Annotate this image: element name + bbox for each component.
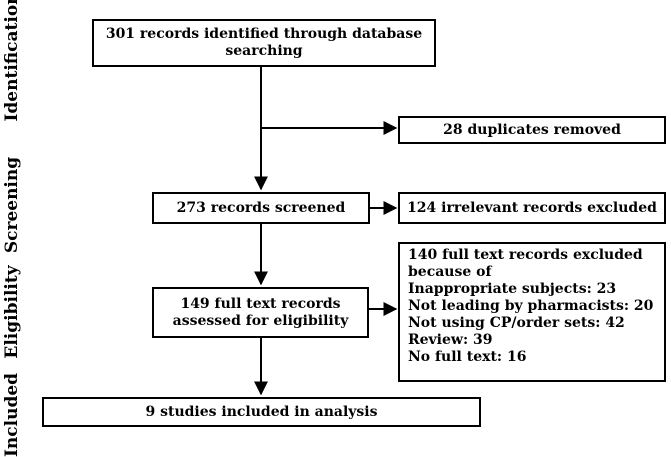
exclusion-reason: Not leading by pharmacists: 20 bbox=[408, 298, 654, 314]
full-text-assessed-box: 149 full text records assessed for eligi… bbox=[152, 287, 369, 338]
exclusion-reason: Review: 39 bbox=[408, 332, 493, 348]
full-text-assessed-text-line1: 149 full text records bbox=[180, 295, 341, 312]
records-screened-box: 273 records screened bbox=[152, 192, 370, 224]
exclusion-reason: No full text: 16 bbox=[408, 349, 527, 365]
full-text-excluded-heading-line1: 140 full text records excluded bbox=[408, 247, 643, 263]
exclusion-reason: Inappropriate subjects: 23 bbox=[408, 281, 617, 297]
irrelevant-excluded-box: 124 irrelevant records excluded bbox=[398, 192, 666, 224]
full-text-excluded-box: 140 full text records excluded because o… bbox=[398, 242, 666, 382]
records-identified-text-line2: searching bbox=[225, 43, 303, 59]
exclusion-reason: Not using CP/order sets: 42 bbox=[408, 315, 625, 331]
duplicates-removed-box: 28 duplicates removed bbox=[398, 116, 666, 144]
irrelevant-excluded-text: 124 irrelevant records excluded bbox=[407, 199, 657, 216]
records-screened-text: 273 records screened bbox=[176, 199, 346, 216]
studies-included-box: 9 studies included in analysis bbox=[42, 397, 481, 427]
full-text-excluded-heading-line2: because of bbox=[408, 264, 492, 280]
full-text-assessed-text-line2: assessed for eligibility bbox=[172, 312, 349, 329]
duplicates-removed-text: 28 duplicates removed bbox=[443, 121, 621, 138]
records-identified-text-line1: 301 records identified through database bbox=[105, 26, 423, 42]
studies-included-text: 9 studies included in analysis bbox=[145, 403, 378, 420]
records-identified-box: 301 records identified through database … bbox=[92, 19, 436, 67]
